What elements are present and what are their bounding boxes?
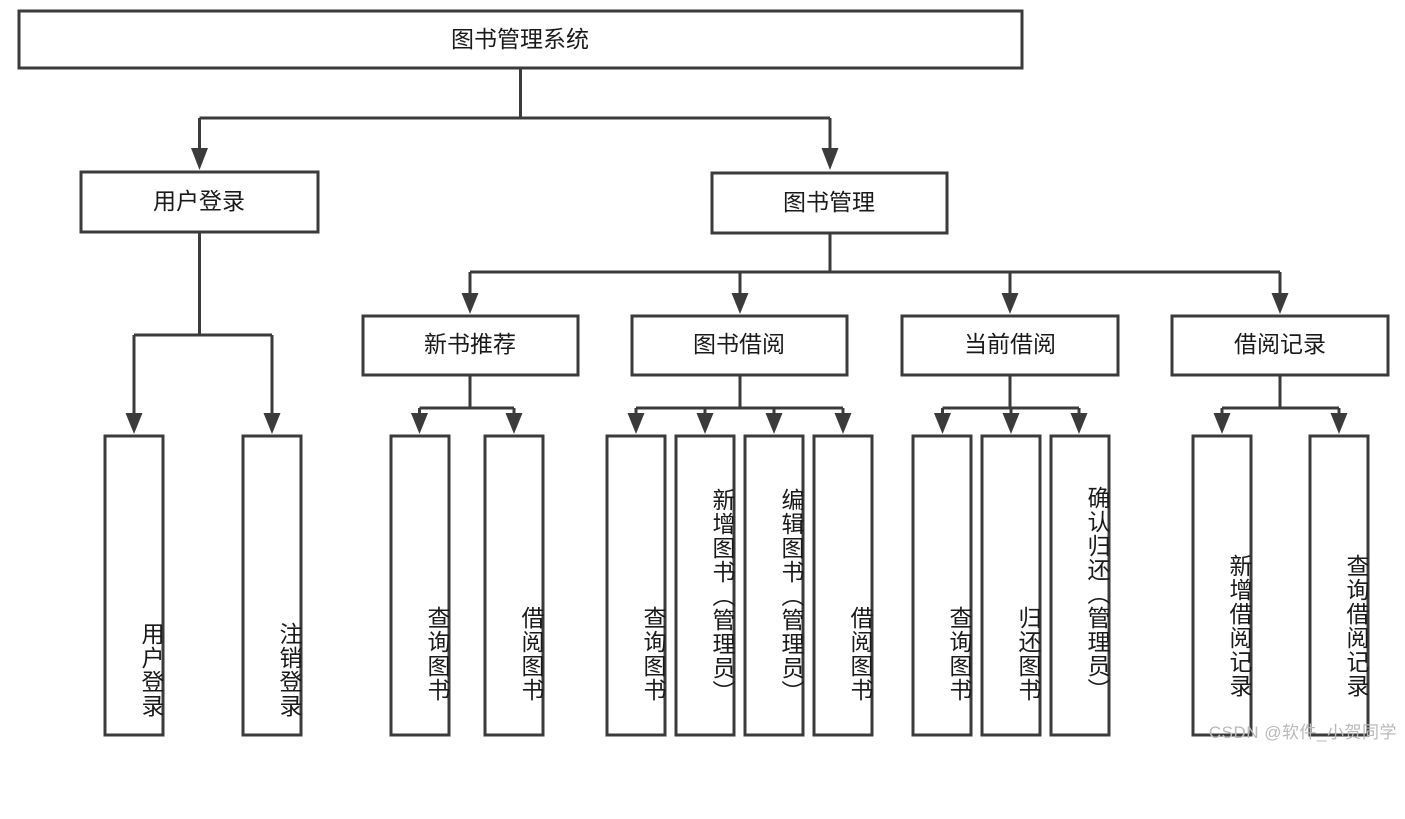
node-book-borrow-label: 图书借阅 xyxy=(693,331,785,357)
node-user-login-label: 用户登录 xyxy=(153,188,245,214)
leaf-box-new-book-0[interactable] xyxy=(389,434,451,737)
leaf-box-book-borrow-1[interactable] xyxy=(674,434,736,737)
node-current-borrow-box[interactable] xyxy=(900,314,1120,377)
connector-userlogin-to-leaves xyxy=(125,232,281,434)
node-borrow-record-label: 借阅记录 xyxy=(1234,331,1326,357)
flowchart-diagram: 图书管理系统 用户登录 图书管理 新书推荐 图书借阅 当前借阅 借阅记录 xyxy=(17,9,1397,742)
node-borrow-record-box[interactable] xyxy=(1170,314,1390,377)
leaf-box-current-borrow-2[interactable] xyxy=(1049,434,1111,737)
leaf-box-borrow-record-0[interactable] xyxy=(1191,434,1253,737)
connector-currentborrow-to-leaves xyxy=(934,375,1088,434)
leaf-box-current-borrow-0[interactable] xyxy=(911,434,973,737)
node-user-login-box[interactable] xyxy=(79,170,320,234)
leaf-box-user-login-1[interactable] xyxy=(241,434,303,737)
leaf-box-current-borrow-1[interactable] xyxy=(980,434,1042,737)
node-new-book-recommend-box[interactable] xyxy=(361,314,580,377)
node-current-borrow-label: 当前借阅 xyxy=(964,331,1056,357)
leaf-box-new-book-1[interactable] xyxy=(483,434,545,737)
node-root-box[interactable] xyxy=(17,9,1024,70)
leaf-box-user-login-0[interactable] xyxy=(103,434,165,737)
connector-newbook-to-leaves xyxy=(411,375,523,434)
node-root-label: 图书管理系统 xyxy=(451,26,589,52)
connector-root-to-level1 xyxy=(191,68,839,170)
csdn-watermark: CSDN @软件_小贺同学 xyxy=(1208,723,1397,742)
node-book-management-box[interactable] xyxy=(710,171,949,235)
leaf-box-borrow-record-1[interactable] xyxy=(1308,434,1370,737)
node-book-borrow-box[interactable] xyxy=(630,314,849,377)
connector-bookborrow-to-leaves xyxy=(627,375,852,434)
leaf-box-book-borrow-0[interactable] xyxy=(605,434,667,737)
node-new-book-recommend-label: 新书推荐 xyxy=(424,331,516,357)
leaf-box-book-borrow-3[interactable] xyxy=(812,434,874,737)
connector-borrowrecord-to-leaves xyxy=(1213,375,1348,434)
leaf-box-book-borrow-2[interactable] xyxy=(743,434,805,737)
connector-bookmgmt-to-level2 xyxy=(461,233,1289,314)
flowchart-canvas: 图书管理系统 用户登录 图书管理 新书推荐 图书借阅 当前借阅 借阅记录 xyxy=(17,9,1390,737)
node-book-management-label: 图书管理 xyxy=(783,189,875,215)
